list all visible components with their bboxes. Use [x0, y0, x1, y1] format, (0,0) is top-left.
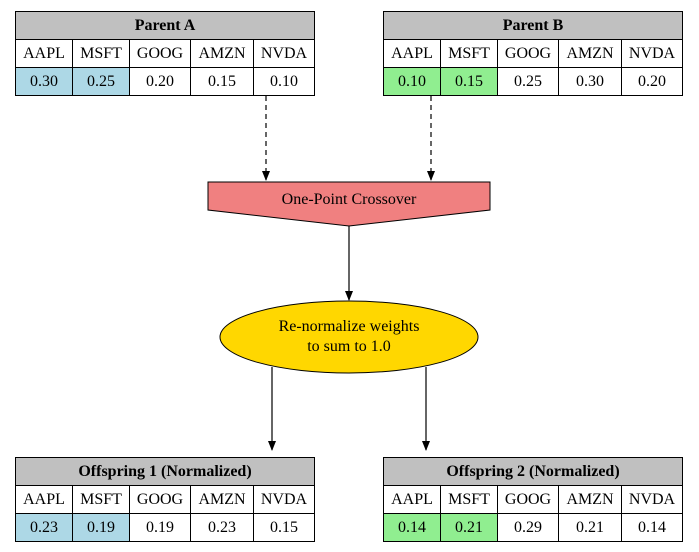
parent-b-table: Parent B AAPL MSFT GOOG AMZN NVDA 0.10 0…	[383, 11, 683, 96]
weight-cell: 0.29	[498, 514, 559, 541]
weight-cell: 0.30	[559, 68, 622, 95]
weight-cell: 0.10	[384, 68, 441, 95]
weight-cell: 0.14	[384, 514, 441, 541]
weight-cell: 0.30	[16, 68, 73, 95]
offspring-1-weights-row: 0.23 0.19 0.19 0.23 0.15	[16, 514, 314, 541]
weight-cell: 0.23	[191, 514, 254, 541]
weight-cell: 0.25	[73, 68, 130, 95]
weight-cell: 0.15	[270, 519, 298, 536]
offspring-1-table: Offspring 1 (Normalized) AAPL MSFT GOOG …	[15, 457, 315, 542]
crossover-label: One-Point Crossover	[281, 191, 417, 208]
crossover-node	[207, 181, 491, 227]
weight-cell: 0.21	[441, 514, 498, 541]
ticker-header: NVDA	[628, 45, 676, 62]
normalize-label: Re-normalize weights to sum to 1.0	[220, 317, 478, 357]
weight-cell: 0.15	[191, 68, 254, 95]
ticker-header: GOOG	[498, 486, 559, 513]
parent-b-header-row: AAPL MSFT GOOG AMZN NVDA	[384, 40, 682, 68]
ticker-header: MSFT	[441, 486, 498, 513]
weight-cell: 0.21	[559, 514, 622, 541]
offspring-1-header-row: AAPL MSFT GOOG AMZN NVDA	[16, 486, 314, 514]
offspring-2-header-row: AAPL MSFT GOOG AMZN NVDA	[384, 486, 682, 514]
parent-a-title: Parent A	[16, 12, 314, 40]
ticker-header: AAPL	[384, 40, 441, 67]
offspring-2-table: Offspring 2 (Normalized) AAPL MSFT GOOG …	[383, 457, 683, 542]
ticker-header: AAPL	[384, 486, 441, 513]
normalize-label-line-2: to sum to 1.0	[307, 338, 391, 355]
weight-cell: 0.14	[638, 519, 666, 536]
ticker-header: GOOG	[130, 486, 191, 513]
ticker-header: NVDA	[260, 45, 308, 62]
offspring-1-title: Offspring 1 (Normalized)	[16, 458, 314, 486]
parent-a-table: Parent A AAPL MSFT GOOG AMZN NVDA 0.30 0…	[15, 11, 315, 96]
normalize-node	[219, 300, 479, 374]
ticker-header: AMZN	[191, 486, 254, 513]
parent-b-weights-row: 0.10 0.15 0.25 0.30 0.20	[384, 68, 682, 95]
normalize-label-line-1: Re-normalize weights	[278, 318, 420, 335]
ticker-header: AMZN	[191, 40, 254, 67]
ticker-header: AAPL	[16, 486, 73, 513]
ticker-header: NVDA	[628, 491, 676, 508]
weight-cell: 0.23	[16, 514, 73, 541]
weight-cell: 0.19	[130, 514, 191, 541]
weight-cell: 0.15	[441, 68, 498, 95]
parent-a-header-row: AAPL MSFT GOOG AMZN NVDA	[16, 40, 314, 68]
ticker-header: GOOG	[130, 40, 191, 67]
weight-cell: 0.20	[638, 73, 666, 90]
ticker-header: AMZN	[559, 486, 622, 513]
parent-a-weights-row: 0.30 0.25 0.20 0.15 0.10	[16, 68, 314, 95]
ticker-header: AMZN	[559, 40, 622, 67]
weight-cell: 0.25	[498, 68, 559, 95]
weight-cell: 0.10	[270, 73, 298, 90]
weight-cell: 0.19	[73, 514, 130, 541]
ticker-header: NVDA	[260, 491, 308, 508]
parent-b-title: Parent B	[384, 12, 682, 40]
offspring-2-title: Offspring 2 (Normalized)	[384, 458, 682, 486]
weight-cell: 0.20	[130, 68, 191, 95]
ticker-header: MSFT	[441, 40, 498, 67]
ticker-header: MSFT	[73, 40, 130, 67]
offspring-2-weights-row: 0.14 0.21 0.29 0.21 0.14	[384, 514, 682, 541]
ticker-header: AAPL	[16, 40, 73, 67]
ticker-header: GOOG	[498, 40, 559, 67]
ticker-header: MSFT	[73, 486, 130, 513]
